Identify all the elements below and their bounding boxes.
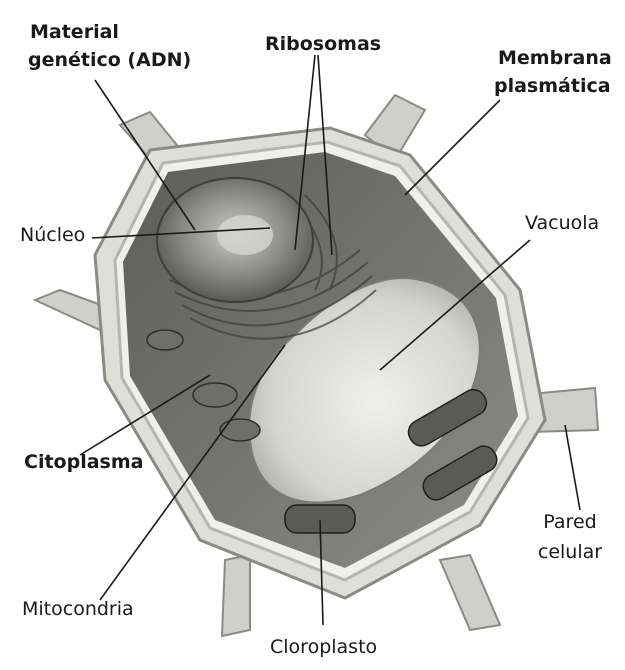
label-mitocondria: Mitocondria	[22, 597, 134, 621]
label-citoplasma: Citoplasma	[24, 450, 143, 474]
label-cloroplasto: Cloroplasto	[270, 635, 377, 659]
nucleolus-shape	[217, 215, 273, 255]
label-pared-line1: Pared	[530, 510, 610, 534]
label-pared-line2: celular	[525, 540, 615, 564]
leader-pared	[565, 425, 580, 510]
label-vacuola: Vacuola	[525, 211, 599, 235]
label-membrana-line2: plasmática	[494, 74, 611, 98]
label-material-line2: genético (ADN)	[28, 48, 191, 72]
label-membrana-line1: Membrana	[498, 46, 612, 70]
label-material-line1: Material	[30, 20, 119, 44]
label-ribosomas: Ribosomas	[265, 32, 381, 56]
label-nucleo: Núcleo	[20, 223, 85, 247]
